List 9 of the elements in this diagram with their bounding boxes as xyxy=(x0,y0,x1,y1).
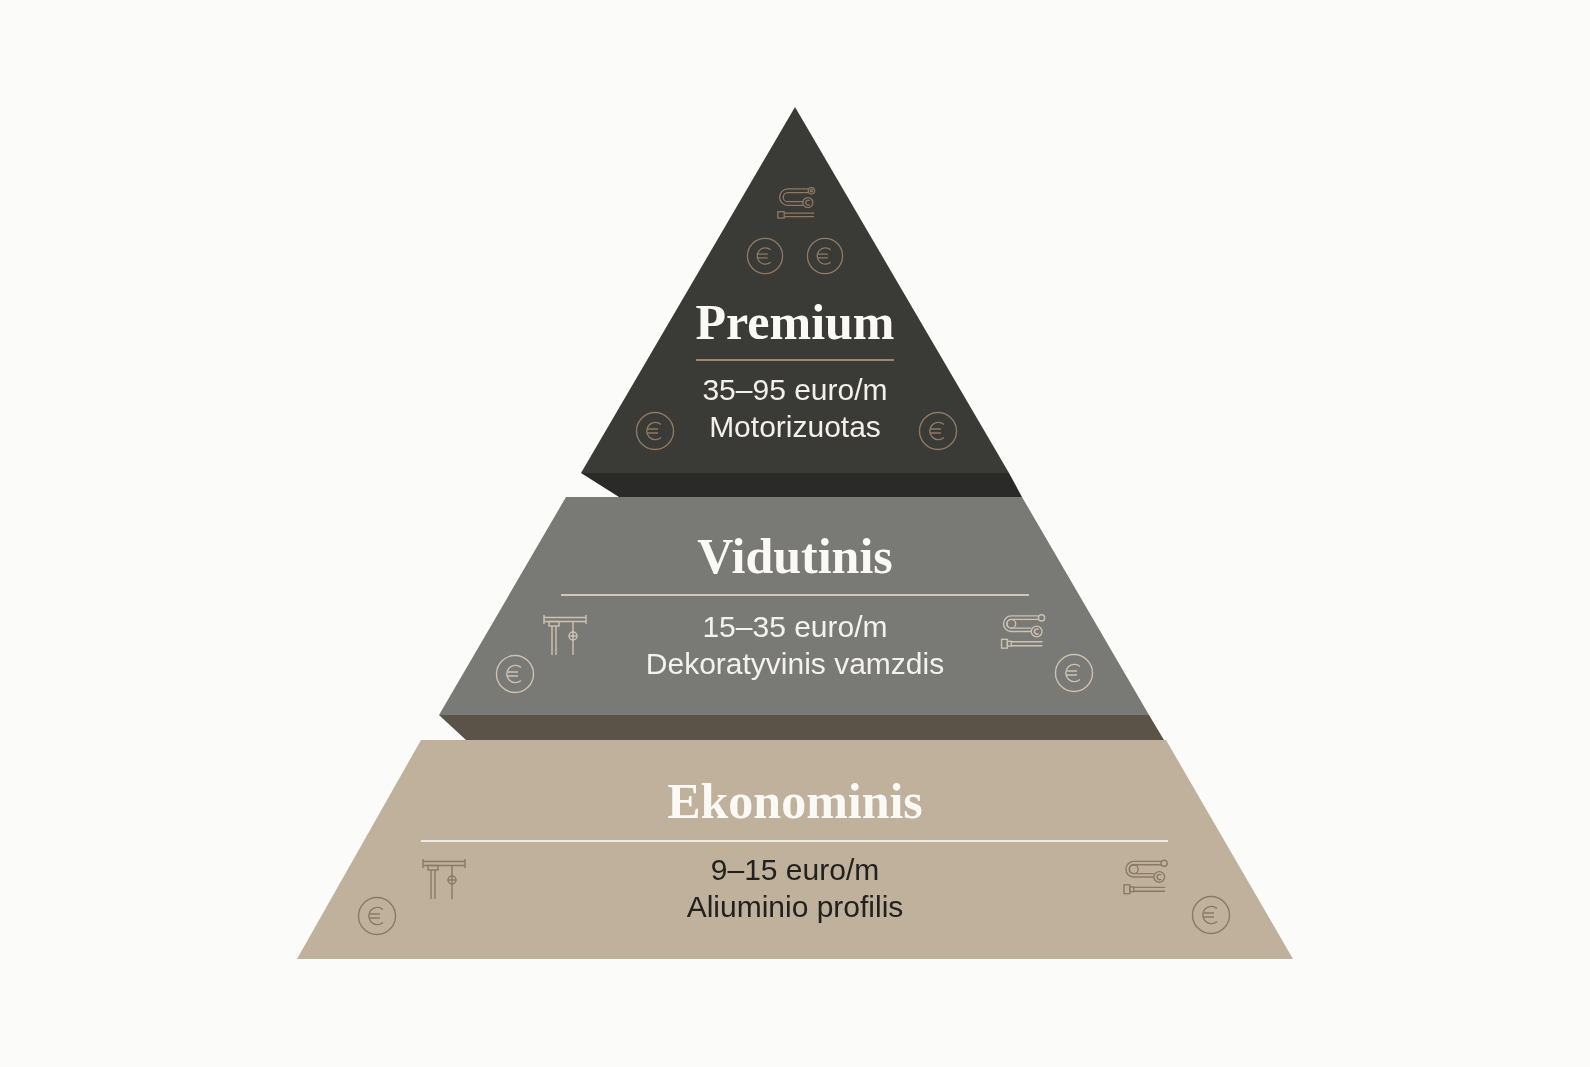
tier-title: Vidutinis xyxy=(697,528,893,584)
price-text: 15–35 euro/m xyxy=(702,609,888,645)
product-type-text: Dekoratyvinis vamzdis xyxy=(645,646,945,682)
price-text: 9–15 euro/m xyxy=(710,852,880,888)
price-text: 35–95 euro/m xyxy=(702,372,888,408)
product-type-text: Motorizuotas xyxy=(709,409,881,445)
tier-title: Premium xyxy=(695,294,895,350)
tier-title: Ekonominis xyxy=(667,773,923,829)
product-type-text: Aliuminio profilis xyxy=(686,889,904,925)
